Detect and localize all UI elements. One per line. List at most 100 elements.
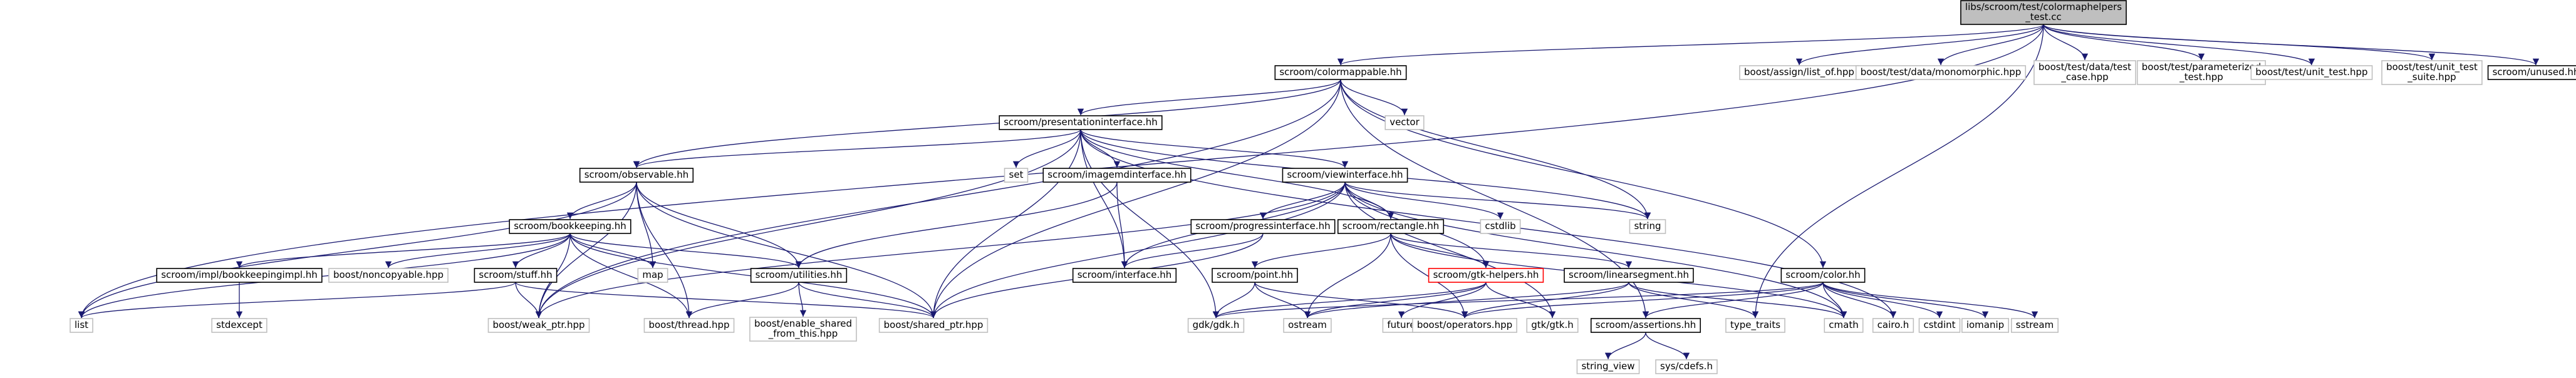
node-imagemd[interactable]: scroom/imagemdinterface.hh bbox=[1042, 168, 1192, 183]
node-enableshared: boost/enable_shared_from_this.hpp bbox=[749, 317, 857, 342]
edge-colormappable-to-string bbox=[1340, 79, 1651, 220]
edge-colormappable-to-presentation bbox=[1077, 79, 1341, 116]
edge-point-to-gdk bbox=[1212, 282, 1255, 319]
node-label: cstdlib bbox=[1485, 220, 1515, 232]
node-box bbox=[1274, 65, 1407, 80]
node-box bbox=[1629, 219, 1666, 234]
node-label: vector bbox=[1389, 116, 1420, 128]
node-label: boost/noncopyable.hpp bbox=[333, 269, 444, 280]
node-iomanip: iomanip bbox=[1961, 318, 2009, 333]
node-label: boost/shared_ptr.hpp bbox=[884, 319, 984, 331]
node-sharedptr: boost/shared_ptr.hpp bbox=[878, 318, 989, 333]
edge-utilities-to-sharedptr bbox=[798, 282, 937, 319]
edge-progress-to-interface bbox=[1121, 233, 1264, 268]
node-box bbox=[328, 268, 449, 283]
edge-bookkeeping-to-map bbox=[569, 233, 657, 268]
edge-gtkhelpers-to-ostream bbox=[1304, 282, 1487, 319]
edge-presentation-to-set bbox=[1012, 129, 1081, 168]
node-viewif[interactable]: scroom/viewinterface.hh bbox=[1282, 168, 1408, 183]
node-box bbox=[156, 268, 323, 283]
node-box bbox=[1725, 318, 1785, 333]
node-color[interactable]: scroom/color.hh bbox=[1780, 268, 1866, 283]
node-box bbox=[2381, 60, 2483, 85]
edge-linseg-to-operators bbox=[1461, 282, 1629, 319]
edge-color-to-iomanip bbox=[1822, 282, 1989, 319]
node-label: scroom/linearsegment.hh bbox=[1569, 269, 1689, 280]
node-label: sys/cdefs.h bbox=[1660, 360, 1713, 372]
node-progress[interactable]: scroom/progressinterface.hh bbox=[1190, 219, 1336, 234]
node-box bbox=[1855, 65, 2027, 80]
node-box bbox=[2250, 65, 2373, 80]
node-box bbox=[1655, 359, 1718, 374]
edge-presentation-to-viewif bbox=[1080, 129, 1349, 168]
node-box bbox=[1282, 168, 1408, 183]
node-utilities[interactable]: scroom/utilities.hh bbox=[750, 268, 848, 283]
node-box bbox=[1780, 268, 1866, 283]
node-assertions[interactable]: scroom/assertions.hh bbox=[1590, 318, 1701, 333]
node-label: scroom/gtk-helpers.hh bbox=[1433, 269, 1539, 280]
edge-observable-to-map bbox=[636, 181, 657, 268]
edge-color-to-assertions bbox=[1642, 282, 1824, 319]
edge-root-to-tcase bbox=[2043, 24, 2089, 61]
node-cmath: cmath bbox=[1824, 318, 1864, 333]
node-root[interactable]: libs/scroom/test/colormaphelpers_test.cc bbox=[1960, 0, 2127, 25]
nodes-layer: libs/scroom/test/colormaphelpers_test.cc… bbox=[70, 0, 2576, 374]
node-gtkhelpers[interactable]: scroom/gtk-helpers.hh bbox=[1428, 268, 1544, 283]
node-ostream: ostream bbox=[1283, 318, 1332, 333]
edge-observable-to-bookkeeping bbox=[566, 181, 637, 220]
node-label: gdk/gdk.h bbox=[1193, 319, 1240, 330]
node-label: list bbox=[75, 319, 88, 330]
node-box bbox=[2033, 60, 2136, 85]
node-box bbox=[878, 318, 989, 333]
node-unused[interactable]: scroom/unused.hh bbox=[2487, 65, 2576, 80]
edge-presentation-to-weakptr bbox=[535, 129, 1081, 319]
node-label: _test.hpp bbox=[2179, 71, 2223, 83]
node-box bbox=[1004, 168, 1029, 183]
edge-root-to-assign bbox=[1795, 24, 2044, 66]
node-linseg[interactable]: scroom/linearsegment.hh bbox=[1564, 268, 1694, 283]
edge-bookkeeping-to-utilities bbox=[569, 233, 802, 268]
node-stuff[interactable]: scroom/stuff.hh bbox=[474, 268, 558, 283]
edge-gtkhelpers-to-future bbox=[1398, 282, 1487, 319]
node-label: boost/test/unit_test.hpp bbox=[2255, 66, 2367, 78]
node-label: future bbox=[1387, 319, 1415, 330]
node-set: set bbox=[1004, 168, 1029, 183]
node-mono: boost/test/data/monomorphic.hpp bbox=[1855, 65, 2027, 80]
edge-bookkeeping-to-implbk bbox=[236, 233, 571, 268]
node-label: cmath bbox=[1829, 319, 1858, 330]
node-stdexcept: stdexcept bbox=[211, 318, 267, 333]
node-observable[interactable]: scroom/observable.hh bbox=[579, 168, 694, 183]
node-label: boost/test/parameterized bbox=[2142, 61, 2261, 73]
node-noncopy: boost/noncopyable.hpp bbox=[328, 268, 449, 283]
node-label: _from_this.hpp bbox=[768, 328, 838, 340]
node-label: scroom/stuff.hh bbox=[479, 269, 552, 280]
edge-stuff-to-list bbox=[78, 282, 516, 319]
node-label: ostream bbox=[1288, 319, 1327, 330]
edge-root-to-unittest bbox=[2043, 24, 2315, 66]
node-string: string bbox=[1629, 219, 1666, 234]
edge-root-to-ptest bbox=[2043, 24, 2205, 61]
node-interface[interactable]: scroom/interface.hh bbox=[1072, 268, 1177, 283]
edge-color-to-operators bbox=[1462, 282, 1824, 319]
node-presentation[interactable]: scroom/presentationinterface.hh bbox=[999, 115, 1163, 130]
edge-colormappable-to-sharedptr bbox=[930, 79, 1341, 319]
node-label: scroom/imagemdinterface.hh bbox=[1047, 169, 1186, 180]
edge-colormappable-to-color bbox=[1340, 79, 1827, 268]
edge-viewif-to-string bbox=[1344, 181, 1651, 220]
edge-viewif-to-sharedptr bbox=[930, 181, 1346, 319]
node-box bbox=[1190, 219, 1336, 234]
edge-color-to-gdk bbox=[1213, 282, 1824, 319]
edge-rectangle-to-linseg bbox=[1390, 233, 1633, 268]
node-rectangle[interactable]: scroom/rectangle.hh bbox=[1337, 219, 1445, 234]
node-label: scroom/progressinterface.hh bbox=[1195, 220, 1330, 232]
node-colormappable[interactable]: scroom/colormappable.hh bbox=[1274, 65, 1407, 80]
node-box bbox=[1384, 115, 1425, 130]
node-point[interactable]: scroom/point.hh bbox=[1212, 268, 1298, 283]
node-sstream: sstream bbox=[2011, 318, 2059, 333]
node-bookkeeping[interactable]: scroom/bookkeeping.hh bbox=[509, 219, 631, 234]
node-implbk[interactable]: scroom/impl/bookkeepingimpl.hh bbox=[156, 268, 323, 283]
node-label: scroom/color.hh bbox=[1785, 269, 1860, 280]
node-list: list bbox=[70, 318, 93, 333]
node-box bbox=[1428, 268, 1544, 283]
node-tcase: boost/test/data/test_case.hpp bbox=[2033, 60, 2136, 85]
